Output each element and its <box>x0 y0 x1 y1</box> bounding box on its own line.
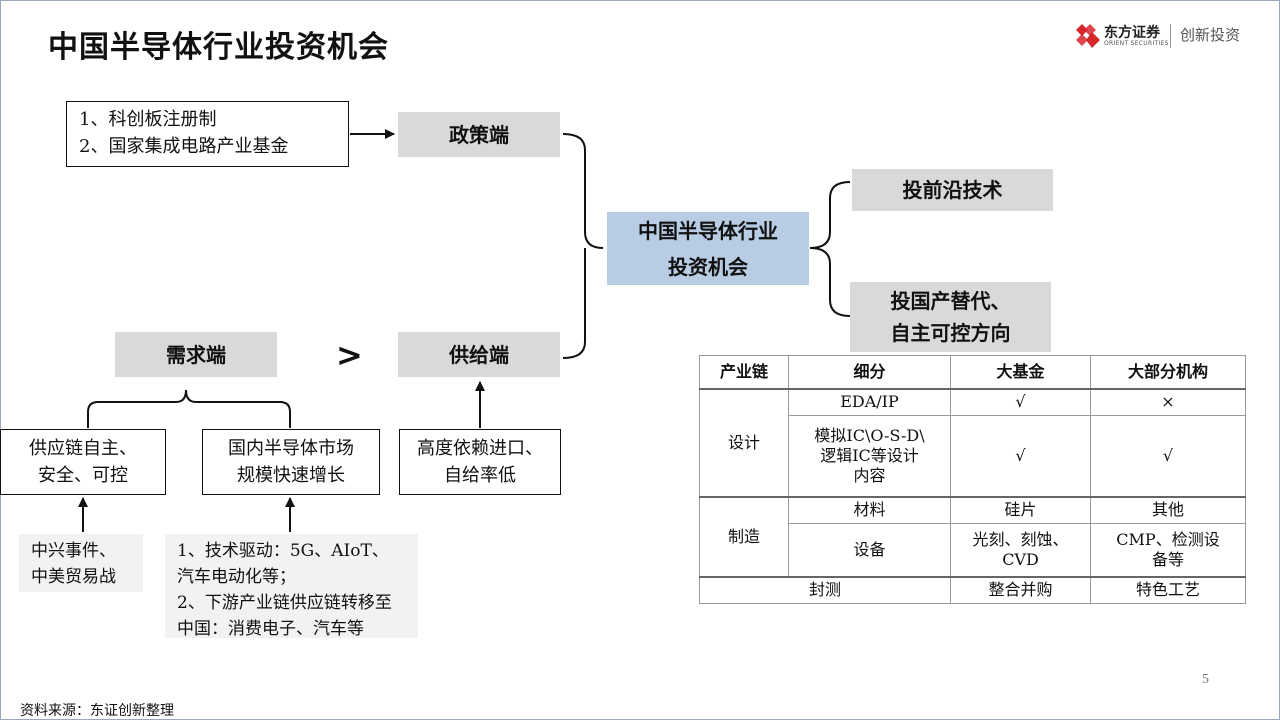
table-cell: 整合并购 <box>950 576 1091 604</box>
table-cell: 光刻、刻蚀、 CVD <box>950 522 1091 578</box>
cell-line: 逻辑IC等设计 <box>820 445 919 465</box>
center-topic-box: 中国半导体行业 投资机会 <box>607 212 809 285</box>
supply-chain-security-box: 供应链自主、 安全、可控 <box>0 429 166 495</box>
box-line: 自给率低 <box>444 465 516 486</box>
table-header-cell: 产业链 <box>699 355 789 390</box>
box-line: 规模快速增长 <box>237 465 345 486</box>
table-row: 设计 EDA/IP √ × <box>699 388 1246 498</box>
page-number: 5 <box>1202 672 1209 687</box>
cell-line: 模拟IC\O-S-D\ <box>814 425 925 445</box>
policy-item: 1、科创板注册制 <box>79 109 217 130</box>
table-row: 制造 材料 硅片 其他 <box>699 496 1246 578</box>
table-cell: × <box>1090 388 1246 416</box>
table-row: 封测 整合并购 特色工艺 <box>699 576 1246 604</box>
cause-line: 中国：消费电子、汽车等 <box>177 619 364 639</box>
brand-subtitle: ORIENT SECURITIES <box>1104 40 1169 47</box>
table-cell: 模拟IC\O-S-D\ 逻辑IC等设计 内容 <box>788 414 951 498</box>
table-header-row: 产业链 细分 大基金 大部分机构 <box>699 355 1246 390</box>
source-note: 资料来源：东证创新整理 <box>20 703 174 719</box>
table-cell-design: 设计 <box>699 388 789 498</box>
slide-title: 中国半导体行业投资机会 <box>48 30 389 65</box>
orient-securities-logo-icon <box>1076 24 1100 48</box>
table-cell: CMP、检测设 备等 <box>1090 522 1246 578</box>
table-cell-packaging: 封测 <box>699 576 951 604</box>
table-cell: √ <box>950 414 1091 498</box>
policy-item: 2、国家集成电路产业基金 <box>79 136 289 157</box>
brand-divider <box>1170 24 1171 48</box>
table-cell: EDA/IP <box>788 388 951 416</box>
domestic-substitute-box: 投国产替代、 自主可控方向 <box>850 282 1051 352</box>
greater-than-symbol: > <box>336 336 363 374</box>
box-line: 高度依赖进口、 <box>417 438 543 459</box>
cause-line: 1、技术驱动：5G、AIoT、 <box>177 541 389 561</box>
box-line: 安全、可控 <box>38 465 128 486</box>
cause-line: 2、下游产业链供应链转移至 <box>177 593 392 613</box>
market-growth-box: 国内半导体市场 规模快速增长 <box>202 429 380 495</box>
table-row: 模拟IC\O-S-D\ 逻辑IC等设计 内容 √ √ <box>700 414 1246 498</box>
substitute-line: 投国产替代、 <box>890 289 1011 313</box>
table-cell: 设备 <box>788 522 951 578</box>
policy-side-label: 政策端 <box>398 112 560 157</box>
center-topic-line: 投资机会 <box>668 254 748 279</box>
cell-line: 备等 <box>1151 549 1184 569</box>
cell-line: CMP、检测设 <box>1116 529 1220 549</box>
table-cell: 材料 <box>788 496 951 524</box>
policy-items-box: 1、科创板注册制 2、国家集成电路产业基金 <box>66 101 349 167</box>
cell-line: CVD <box>1002 549 1039 569</box>
brand-name: 东方证券 <box>1104 25 1160 41</box>
tech-drivers-cause-box: 1、技术驱动：5G、AIoT、 汽车电动化等； 2、下游产业链供应链转移至 中国… <box>165 534 418 639</box>
import-dependence-box: 高度依赖进口、 自给率低 <box>399 429 561 495</box>
demand-side-label: 需求端 <box>115 332 277 377</box>
cause-line: 汽车电动化等； <box>177 567 296 587</box>
table-header-cell: 大部分机构 <box>1090 355 1246 390</box>
frontier-tech-box: 投前沿技术 <box>852 169 1053 211</box>
table-header-cell: 大基金 <box>950 355 1091 390</box>
trade-war-cause-box: 中兴事件、 中美贸易战 <box>19 534 143 592</box>
table-cell: √ <box>950 388 1091 416</box>
supply-side-label: 供给端 <box>398 332 560 377</box>
table-header-cell: 细分 <box>788 355 951 390</box>
table-cell: 其他 <box>1090 496 1246 524</box>
table-cell: 特色工艺 <box>1090 576 1246 604</box>
table-cell: √ <box>1090 414 1246 498</box>
cause-line: 中美贸易战 <box>31 567 116 587</box>
brand-tagline: 创新投资 <box>1180 26 1241 44</box>
substitute-line: 自主可控方向 <box>890 321 1011 345</box>
table-cell-manufacture: 制造 <box>699 496 789 578</box>
center-topic-line: 中国半导体行业 <box>638 218 778 243</box>
cell-line: 光刻、刻蚀、 <box>972 529 1069 549</box>
box-line: 国内半导体市场 <box>228 438 354 459</box>
industry-chain-table: 产业链 细分 大基金 大部分机构 设计 EDA/IP √ × 模拟IC\O-S-… <box>699 355 1246 604</box>
cell-line: 内容 <box>853 465 886 485</box>
table-row: 设备 光刻、刻蚀、 CVD CMP、检测设 备等 <box>700 522 1246 578</box>
cause-line: 中兴事件、 <box>31 541 116 561</box>
box-line: 供应链自主、 <box>29 438 137 459</box>
table-cell: 硅片 <box>950 496 1091 524</box>
